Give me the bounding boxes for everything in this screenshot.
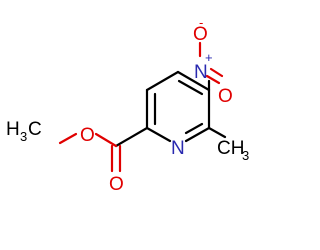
ester-oxygen-double-label: O xyxy=(109,174,124,195)
bond-o-methyl xyxy=(58,132,78,145)
ring-bond-c6-n1 xyxy=(184,126,211,143)
nitro-oxygen-right-label: O xyxy=(218,86,233,107)
ring-methyl-label: CH xyxy=(217,138,244,159)
pyridine-ring xyxy=(145,70,211,143)
ring-bond-c4-c5-inner xyxy=(177,79,204,96)
bond-nitro-n-o-right-2 xyxy=(209,67,224,78)
nitro-nitrogen-charge: + xyxy=(205,50,213,65)
nitro-nitrogen-label: N xyxy=(194,62,208,83)
ring-bond-c4-c5 xyxy=(176,70,211,92)
bond-c6-methyl xyxy=(207,126,227,139)
chemical-structure-diagram: N N + O - O O O CH 3 H 3 C xyxy=(6,15,249,195)
ester-methyl-h-label: H xyxy=(6,119,20,140)
bond-carbonyl-c-o-single xyxy=(94,132,118,148)
structure-canvas: N N + O - O O O CH 3 H 3 C xyxy=(6,15,249,195)
ester-methyl-subscript: 3 xyxy=(20,129,27,144)
nitro-oxygen-top-charge: - xyxy=(199,15,203,30)
bond-nitro-n-o-right-1 xyxy=(205,74,221,85)
bond-c2-carbonyl-c xyxy=(114,126,149,148)
nitro-oxygen-top-label: O xyxy=(193,24,208,45)
ring-bond-c6-n1-inner xyxy=(184,122,204,135)
ring-bond-c3-c4 xyxy=(145,70,180,92)
ester-methyl-c-label: C xyxy=(28,119,42,140)
ring-bond-n1-c2 xyxy=(145,126,172,143)
ring-nitrogen-label: N xyxy=(171,138,185,159)
ester-oxygen-single-label: O xyxy=(80,125,95,146)
ring-methyl-subscript: 3 xyxy=(242,148,249,163)
